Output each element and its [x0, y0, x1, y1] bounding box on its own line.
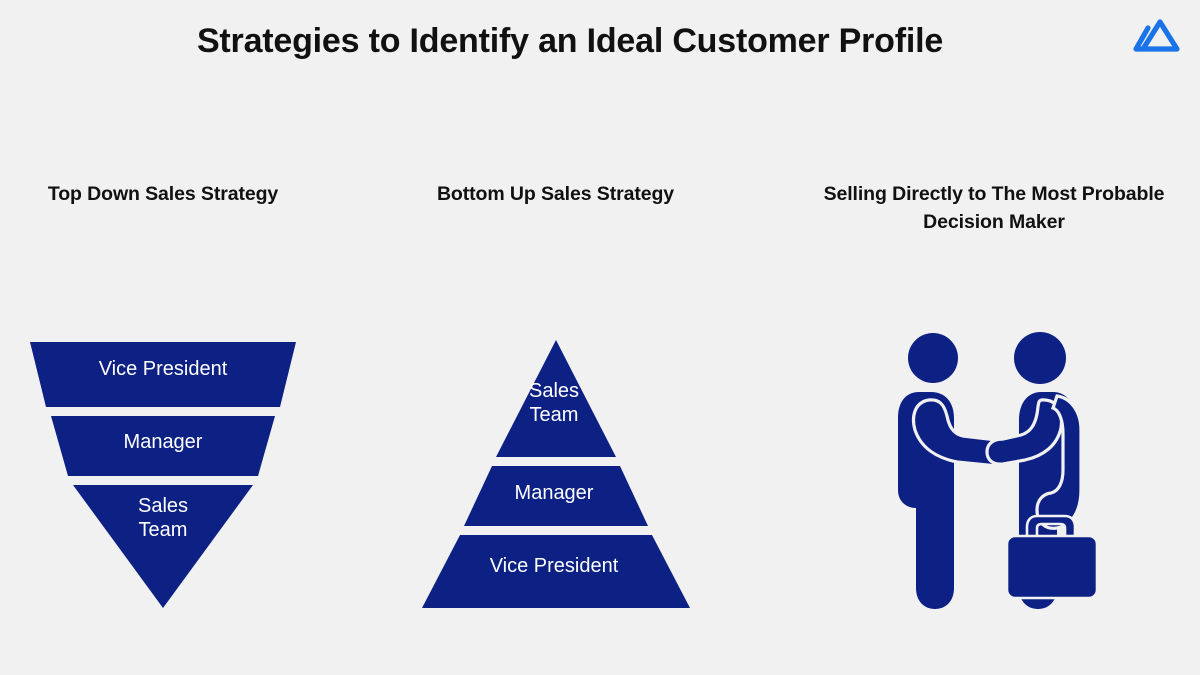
pyramid-segment-1-shape [496, 340, 616, 457]
funnel-segment-2-shape [51, 416, 275, 476]
left-person-head-icon [908, 333, 958, 383]
column-bottom-up: Bottom Up Sales Strategy [393, 180, 718, 208]
column-selling-directly: Selling Directly to The Most Probable De… [800, 180, 1188, 237]
heading-bottom-up-sales-strategy: Bottom Up Sales Strategy [436, 183, 675, 205]
briefcase-icon [1005, 534, 1099, 600]
funnel-segment-1-shape [30, 342, 296, 407]
inverted-funnel-graphic: Vice President Manager Sales Team [18, 330, 308, 620]
right-person-head-icon [1014, 332, 1066, 384]
heading-selling-directly-decision-maker: Selling Directly to The Most Probable De… [823, 183, 1165, 234]
heading-top-down-sales-strategy: Top Down Sales Strategy [47, 183, 279, 205]
mountain-logo-icon [1130, 14, 1182, 58]
pyramid-segment-2-shape [464, 466, 648, 526]
column-top-down: Top Down Sales Strategy [18, 180, 308, 208]
briefcase-handle-icon [1025, 514, 1077, 540]
page-title: Strategies to Identify an Ideal Customer… [196, 22, 944, 60]
pyramid-graphic: Sales Team Manager Vice President [408, 330, 700, 620]
right-person-arm [985, 398, 1064, 466]
pyramid-segment-3-shape [422, 535, 690, 608]
handshake-illustration [885, 330, 1117, 620]
right-person-hanging-arm [1035, 394, 1083, 530]
funnel-segment-3-shape [73, 485, 253, 608]
